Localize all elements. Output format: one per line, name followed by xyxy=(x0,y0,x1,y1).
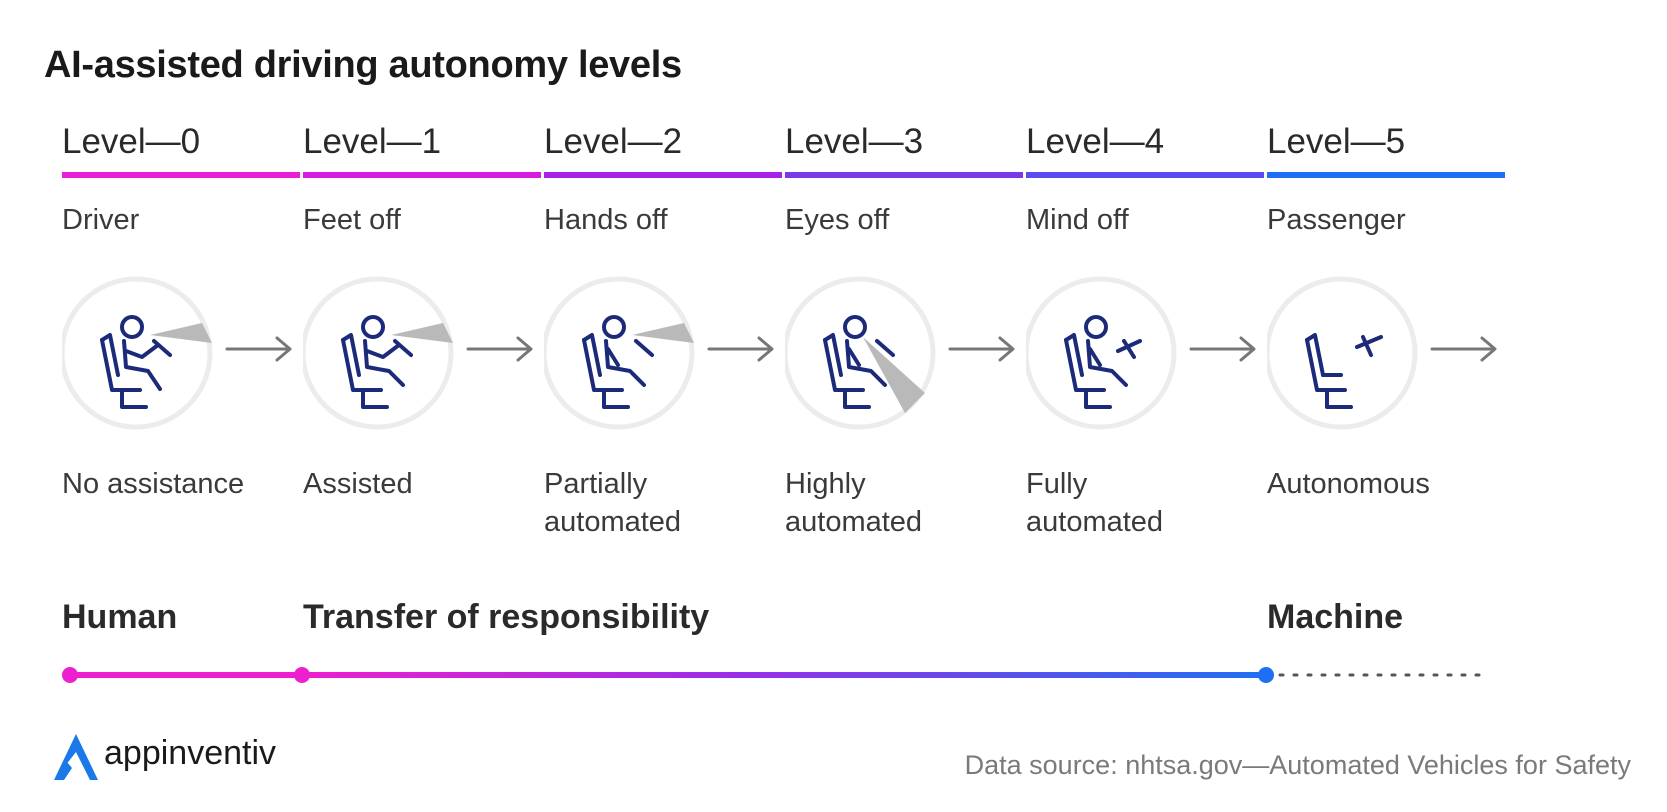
arrow-right-icon xyxy=(1430,336,1497,362)
machine-marker xyxy=(1258,667,1274,683)
brand-name: appinventiv xyxy=(104,734,277,772)
level-label: Level—4 xyxy=(1026,122,1165,161)
transfer-marker xyxy=(294,667,310,683)
appinventiv-logo xyxy=(54,734,98,780)
level-bar xyxy=(1267,172,1505,178)
arrow-right-icon xyxy=(1189,336,1256,362)
driver-seat-icon xyxy=(303,276,454,430)
level-column-0: Level—0 Driver No assistance xyxy=(62,120,300,500)
machine-label: Machine xyxy=(1267,598,1404,636)
chart-title: AI-assisted driving autonomy levels xyxy=(44,44,682,86)
level-role: Eyes off xyxy=(785,204,890,236)
level-label: Level—0 xyxy=(62,122,201,161)
level-column-1: Level—1 Feet off Assisted xyxy=(303,120,541,500)
responsibility-scale xyxy=(62,667,1482,683)
level-description: Autonomous xyxy=(1267,468,1430,500)
level-bar xyxy=(1026,172,1264,178)
level-role: Passenger xyxy=(1267,204,1406,236)
level-description: No assistance xyxy=(62,468,245,500)
human-label: Human xyxy=(62,598,178,636)
arrow-right-icon xyxy=(225,336,292,362)
level-bar xyxy=(544,172,782,178)
arrow-right-icon xyxy=(466,336,533,362)
driver-seat-icon xyxy=(1026,276,1177,430)
arrow-right-icon xyxy=(948,336,1015,362)
level-description: Assisted xyxy=(303,468,413,500)
level-label: Level—3 xyxy=(785,122,924,161)
level-role: Driver xyxy=(62,204,140,236)
level-role: Hands off xyxy=(544,204,668,236)
level-role: Feet off xyxy=(303,204,401,236)
level-description: Fully automated xyxy=(1026,468,1164,538)
arrow-right-icon xyxy=(707,336,774,362)
level-label: Level—1 xyxy=(303,122,442,161)
driver-seat-icon xyxy=(62,276,213,430)
level-column-2: Level—2 Hands off Partially automated xyxy=(544,120,782,538)
level-column-3: Level—3 Eyes off Highly automated xyxy=(785,120,1023,538)
level-bar xyxy=(303,172,541,178)
level-label: Level—2 xyxy=(544,122,683,161)
level-column-4: Level—4 Mind off Fully automated xyxy=(1026,120,1264,538)
transfer-label: Transfer of responsibility xyxy=(303,598,710,636)
data-source: Data source: nhtsa.gov—Automated Vehicle… xyxy=(964,750,1631,780)
level-description: Partially automated xyxy=(544,468,682,538)
level-bar xyxy=(62,172,300,178)
empty-seat-icon xyxy=(1267,276,1418,430)
driver-seat-icon xyxy=(785,276,936,430)
level-column-5: Level—5 Passenger Autonomous xyxy=(1267,120,1505,500)
driver-seat-icon xyxy=(544,276,695,430)
human-marker xyxy=(62,667,78,683)
level-description: Highly automated xyxy=(785,468,923,538)
level-role: Mind off xyxy=(1026,204,1129,236)
level-label: Level—5 xyxy=(1267,122,1406,161)
level-bar xyxy=(785,172,1023,178)
